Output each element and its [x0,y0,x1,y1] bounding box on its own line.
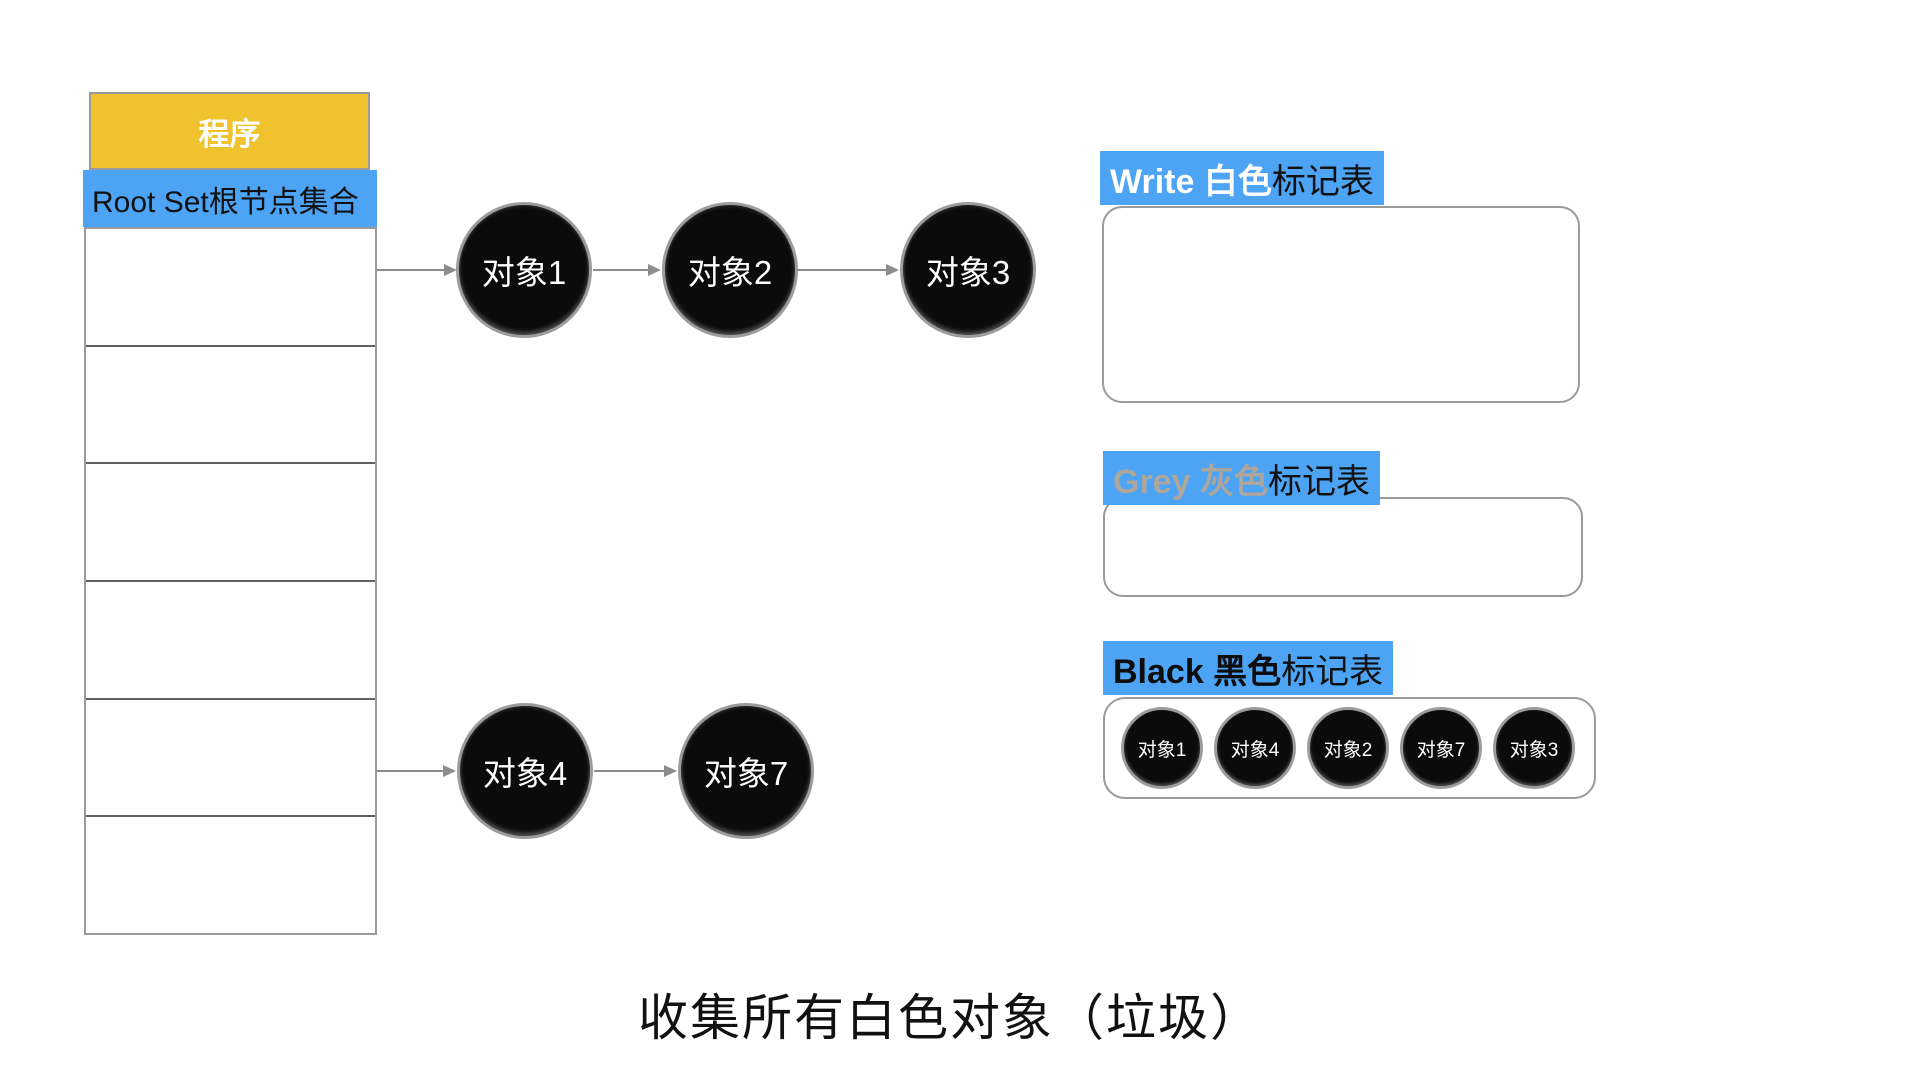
black-marked-object-node: 对象7 [1400,707,1482,789]
memory-cell [86,229,375,345]
black-marked-object-node: 对象2 [1307,707,1389,789]
root-set-table [84,227,377,935]
pointer-arrow [593,264,661,276]
white-table-label-suffix: 标记表 [1271,162,1374,201]
white-table-label: Write 白色标记表 [1100,151,1384,205]
black-marked-object-node: 对象1 [1121,707,1203,789]
program-title: 程序 [198,116,261,152]
pointer-arrow [377,765,456,777]
grey-table-label: Grey 灰色标记表 [1103,451,1380,505]
pointer-arrow [377,264,457,276]
grey-table-label-emphasis: Grey 灰色 [1113,462,1268,501]
root-set-label: Root Set根节点集合 [83,170,377,227]
memory-cell [86,344,375,463]
object-node: 对象3 [900,202,1036,338]
black-marked-object-node: 对象3 [1493,707,1575,789]
memory-cell [86,815,375,933]
black-marked-object-node: 对象4 [1214,707,1296,789]
program-header: 程序 [89,92,370,170]
white-table-box [1102,206,1580,403]
object-node: 对象1 [456,202,592,338]
black-table-label-emphasis: Black 黑色 [1113,652,1282,691]
object-node: 对象2 [662,202,798,338]
object-node: 对象7 [678,703,814,839]
diagram-caption: 收集所有白色对象（垃圾） [638,990,1262,1046]
memory-cell [86,462,375,580]
memory-cell [86,697,375,816]
pointer-arrow [594,765,677,777]
pointer-arrow [797,264,899,276]
black-table-label-suffix: 标记表 [1281,652,1384,691]
memory-cell [86,580,375,698]
white-table-label-emphasis: Write 白色 [1110,162,1272,201]
object-node: 对象4 [457,703,593,839]
grey-table-box [1103,497,1583,597]
black-table-label: Black 黑色标记表 [1103,641,1394,695]
grey-table-label-suffix: 标记表 [1267,462,1370,501]
